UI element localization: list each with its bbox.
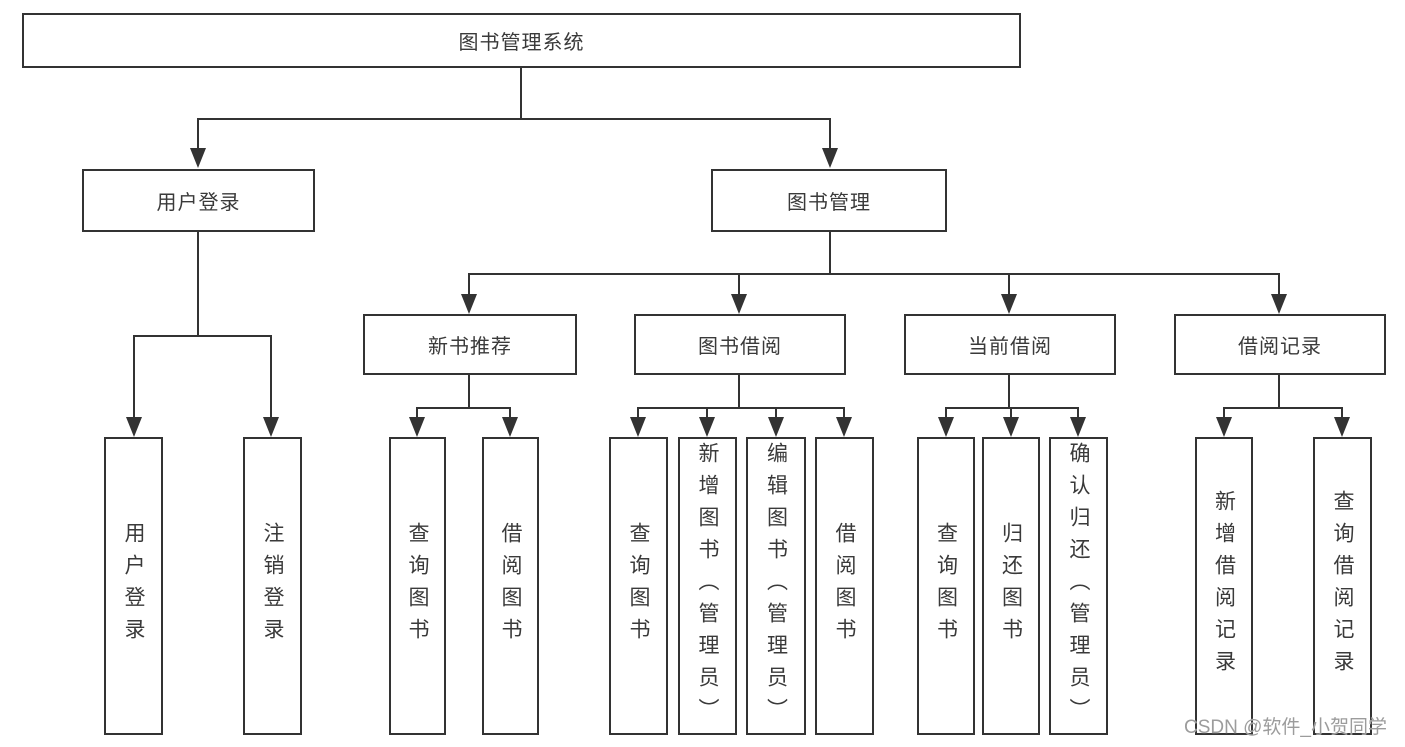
leaf-add-borrow-record: 新增借阅记录	[1195, 437, 1253, 735]
node-label: 用户登录	[156, 192, 241, 214]
connector-line	[1223, 407, 1225, 419]
node-user-login: 用户登录	[82, 169, 315, 232]
node-book-borrowing: 图书借阅	[634, 314, 846, 375]
node-library-management-system: 图书管理系统	[22, 13, 1021, 68]
leaf-return-books: 归还图书	[982, 437, 1040, 735]
leaf-logout: 注销登录	[243, 437, 302, 735]
connector-line	[520, 68, 522, 118]
leaf-label: 归还图书	[999, 522, 1023, 650]
connector-line	[829, 118, 831, 150]
connector-line	[197, 118, 199, 150]
connector-line	[416, 407, 511, 409]
leaf-label: 新增图书（管理员）	[696, 442, 719, 730]
arrow-down-icon	[1216, 417, 1232, 437]
node-label: 图书管理	[787, 192, 871, 214]
node-new-book-recommend: 新书推荐	[363, 314, 577, 375]
node-label: 图书管理系统	[458, 32, 585, 54]
leaf-label: 查询图书	[627, 522, 650, 650]
node-current-borrowing: 当前借阅	[904, 314, 1116, 375]
leaf-add-book-admin: 新增图书（管理员）	[678, 437, 737, 735]
leaf-query-borrow-record: 查询借阅记录	[1313, 437, 1372, 735]
arrow-down-icon	[502, 417, 518, 437]
node-label: 图书借阅	[698, 336, 782, 358]
arrow-down-icon	[190, 148, 206, 168]
arrow-down-icon	[938, 417, 954, 437]
leaf-edit-book-admin: 编辑图书（管理员）	[746, 437, 806, 735]
arrow-down-icon	[822, 148, 838, 168]
connector-line	[468, 273, 1280, 275]
connector-line	[1223, 407, 1343, 409]
leaf-label: 借阅图书	[499, 522, 522, 650]
connector-line	[416, 407, 418, 419]
watermark: CSDN @软件_小贺同学	[1184, 717, 1387, 738]
leaf-query-books-current: 查询图书	[917, 437, 975, 735]
arrow-down-icon	[126, 417, 142, 437]
arrow-down-icon	[699, 417, 715, 437]
arrow-down-icon	[263, 417, 279, 437]
leaf-borrow-books-recommend: 借阅图书	[482, 437, 539, 735]
connector-line	[197, 232, 199, 335]
connector-line	[133, 335, 135, 419]
connector-line	[738, 273, 740, 296]
leaf-label: 查询图书	[406, 522, 429, 650]
connector-line	[509, 407, 511, 419]
leaf-label: 借阅图书	[833, 522, 856, 650]
node-label: 当前借阅	[968, 336, 1052, 358]
arrow-down-icon	[1271, 294, 1287, 314]
connector-line	[1010, 407, 1012, 419]
leaf-borrow-books-borrowing: 借阅图书	[815, 437, 874, 735]
leaf-query-books-recommend: 查询图书	[389, 437, 446, 735]
connector-line	[738, 375, 740, 407]
leaf-label: 查询借阅记录	[1331, 490, 1354, 682]
arrow-down-icon	[1334, 417, 1350, 437]
connector-line	[1008, 375, 1010, 407]
leaf-label: 新增借阅记录	[1212, 490, 1236, 682]
connector-line	[775, 407, 777, 419]
connector-line	[468, 375, 470, 407]
connector-line	[637, 407, 639, 419]
leaf-confirm-return-admin: 确认归还（管理员）	[1049, 437, 1108, 735]
arrow-down-icon	[768, 417, 784, 437]
connector-line	[468, 273, 470, 296]
arrow-down-icon	[836, 417, 852, 437]
leaf-label: 注销登录	[261, 522, 284, 650]
arrow-down-icon	[1003, 417, 1019, 437]
connector-line	[706, 407, 708, 419]
connector-line	[270, 335, 272, 419]
node-borrowing-records: 借阅记录	[1174, 314, 1386, 375]
arrow-down-icon	[461, 294, 477, 314]
leaf-label: 用户登录	[122, 522, 145, 650]
leaf-user-login: 用户登录	[104, 437, 163, 735]
leaf-query-books-borrowing: 查询图书	[609, 437, 668, 735]
connector-line	[197, 118, 831, 120]
leaf-label: 确认归还（管理员）	[1067, 442, 1090, 730]
arrow-down-icon	[731, 294, 747, 314]
connector-line	[1278, 375, 1280, 407]
arrow-down-icon	[630, 417, 646, 437]
connector-line	[829, 232, 831, 273]
connector-line	[843, 407, 845, 419]
node-label: 借阅记录	[1238, 336, 1322, 358]
connector-line	[1008, 273, 1010, 296]
connector-line	[1077, 407, 1079, 419]
connector-line	[945, 407, 947, 419]
node-label: 新书推荐	[428, 336, 512, 358]
connector-line	[133, 335, 272, 337]
connector-line	[637, 407, 845, 409]
leaf-label: 查询图书	[934, 522, 958, 650]
connector-line	[945, 407, 1079, 409]
arrow-down-icon	[409, 417, 425, 437]
connector-line	[1341, 407, 1343, 419]
connector-line	[1278, 273, 1280, 296]
arrow-down-icon	[1070, 417, 1086, 437]
arrow-down-icon	[1001, 294, 1017, 314]
node-book-management: 图书管理	[711, 169, 947, 232]
leaf-label: 编辑图书（管理员）	[764, 442, 788, 730]
